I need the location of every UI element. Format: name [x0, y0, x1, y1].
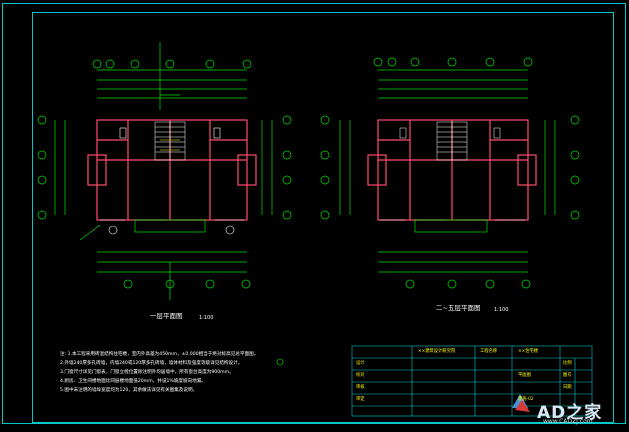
outer-frame [2, 3, 626, 424]
title-block-drawing-no: 建施-02 [518, 397, 534, 402]
title-block-cell: 日期 [563, 385, 572, 390]
title-block-cell: 审定 [356, 397, 365, 402]
title-block-cell: 审核 [356, 385, 365, 390]
note-line: 3.门窗尺寸详见门窗表，门窗立樘位置除注明外均居墙中，所有窗台高度为900mm。 [60, 370, 234, 375]
note-line: 注: 1.本工程采用砖混结构住宅楼，室内外高差为450mm，±0.000相当于绝… [60, 352, 259, 357]
watermark-url: www.CADZJ.com [543, 418, 593, 425]
title-block-cell: 设计 [356, 361, 365, 366]
axis-bubbles-top [92, 59, 252, 69]
left-plan-scale: 1:100 [199, 315, 214, 321]
title-block-design-unit: ××建筑设计研究院 [418, 349, 456, 354]
right-plan-title: 二~五层平面图 [436, 304, 481, 312]
note-line: 2.外墙240厚多孔砖墙，内墙240或120厚多孔砖墙，墙体材料及强度等级详见结… [60, 361, 243, 366]
right-plan-scale: 1:100 [494, 307, 509, 313]
watermark-brand: AD之家 [537, 403, 603, 423]
title-block-cell: 校对 [356, 373, 365, 378]
watermark: AD之家 www.CADZJ.com [503, 398, 623, 428]
inner-frame [32, 12, 614, 423]
watermark-logo-icon [512, 394, 530, 412]
right-floor-plan [320, 57, 580, 289]
design-notes: 注: 1.本工程采用砖混结构住宅楼，室内外高差为450mm，±0.000相当于绝… [60, 350, 330, 395]
left-plan-title: 一层平面图 [150, 312, 183, 320]
left-floor-plan [37, 42, 292, 300]
title-block-cell: 比例 [563, 361, 572, 366]
title-block-project-label: 工程名称 [480, 349, 498, 354]
title-block-project-name: ××住宅楼 [518, 349, 539, 354]
note-line: 5.图中未注明的墙垛宽度均为120，其余做法详见有关图集及说明。 [60, 388, 198, 393]
title-block [351, 345, 593, 417]
title-block-cell: 图号 [563, 373, 572, 378]
note-line: 4.厨房、卫生间楼地面比同层楼地面低20mm，并设1%坡度坡向地漏。 [60, 379, 206, 384]
title-block-drawing-name: 平面图 [518, 373, 531, 378]
